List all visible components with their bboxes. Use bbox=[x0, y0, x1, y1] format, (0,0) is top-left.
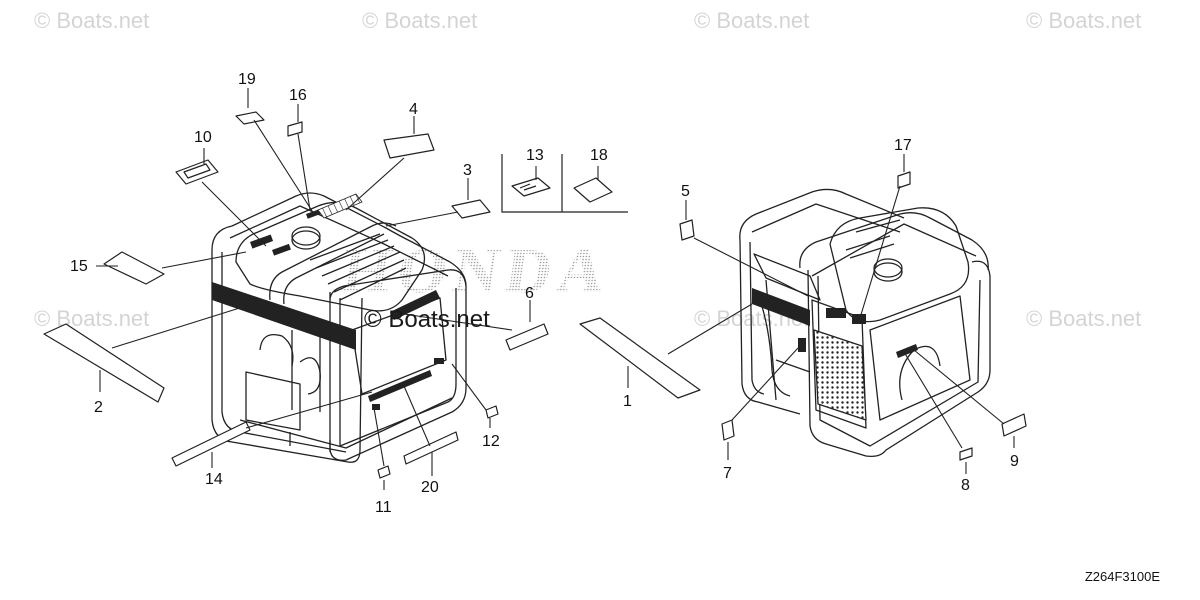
label-part-10 bbox=[175, 159, 219, 185]
label-part-17 bbox=[897, 171, 911, 189]
label-part-3 bbox=[451, 199, 491, 219]
callout-1: 1 bbox=[623, 393, 632, 410]
loose-labels bbox=[43, 111, 1027, 479]
callout-10: 10 bbox=[194, 129, 212, 146]
label-part-20 bbox=[403, 431, 459, 465]
callout-19: 19 bbox=[238, 71, 256, 88]
watermark-top-1: © Boats.net bbox=[34, 8, 150, 33]
label-part-15 bbox=[103, 251, 165, 285]
label-part-12 bbox=[485, 405, 499, 419]
label-part-6 bbox=[505, 323, 549, 351]
brand-lettering: HONDA bbox=[337, 235, 615, 306]
callout-16: 16 bbox=[289, 87, 307, 104]
leader-lines bbox=[96, 88, 1015, 490]
callout-2: 2 bbox=[94, 399, 103, 416]
callout-20: 20 bbox=[421, 479, 439, 496]
label-part-19 bbox=[235, 111, 265, 125]
callout-numbers: 19 16 4 10 3 15 2 14 11 20 12 6 13 18 5 … bbox=[70, 71, 1019, 516]
right-generator-labels bbox=[752, 288, 918, 358]
callout-14: 14 bbox=[205, 471, 223, 488]
label-part-4 bbox=[383, 133, 435, 159]
callout-9: 9 bbox=[1010, 453, 1019, 470]
watermark-top-4: © Boats.net bbox=[1026, 8, 1142, 33]
callout-5: 5 bbox=[681, 183, 690, 200]
right-generator bbox=[739, 188, 991, 458]
watermark-mid-4: © Boats.net bbox=[1026, 306, 1142, 331]
callout-15: 15 bbox=[70, 258, 88, 275]
kit-bracket bbox=[501, 154, 628, 213]
label-part-14 bbox=[171, 421, 251, 467]
callout-18: 18 bbox=[590, 147, 608, 164]
callout-4: 4 bbox=[409, 101, 418, 118]
watermark-top-2: © Boats.net bbox=[362, 8, 478, 33]
callout-3: 3 bbox=[463, 162, 472, 179]
label-part-16 bbox=[287, 121, 303, 137]
label-part-8 bbox=[959, 447, 973, 461]
label-part-11 bbox=[377, 465, 391, 479]
watermark-mid-1: © Boats.net bbox=[34, 306, 150, 331]
label-part-7 bbox=[721, 419, 735, 441]
callout-11: 11 bbox=[375, 499, 392, 516]
diagram-code: Z264F3100E bbox=[1084, 569, 1160, 584]
label-part-13 bbox=[511, 177, 551, 197]
label-part-2 bbox=[43, 323, 165, 403]
callout-7: 7 bbox=[723, 465, 732, 482]
label-part-5 bbox=[679, 219, 695, 241]
watermark-center: © Boats.net bbox=[364, 306, 490, 333]
callout-17: 17 bbox=[894, 137, 912, 154]
callout-8: 8 bbox=[961, 477, 970, 494]
label-part-18 bbox=[573, 177, 613, 203]
label-part-9 bbox=[1001, 413, 1027, 437]
callout-13: 13 bbox=[526, 147, 544, 164]
watermark-top-3: © Boats.net bbox=[694, 8, 810, 33]
label-part-1 bbox=[579, 317, 701, 399]
callout-12: 12 bbox=[482, 433, 500, 450]
callout-6: 6 bbox=[525, 285, 534, 302]
